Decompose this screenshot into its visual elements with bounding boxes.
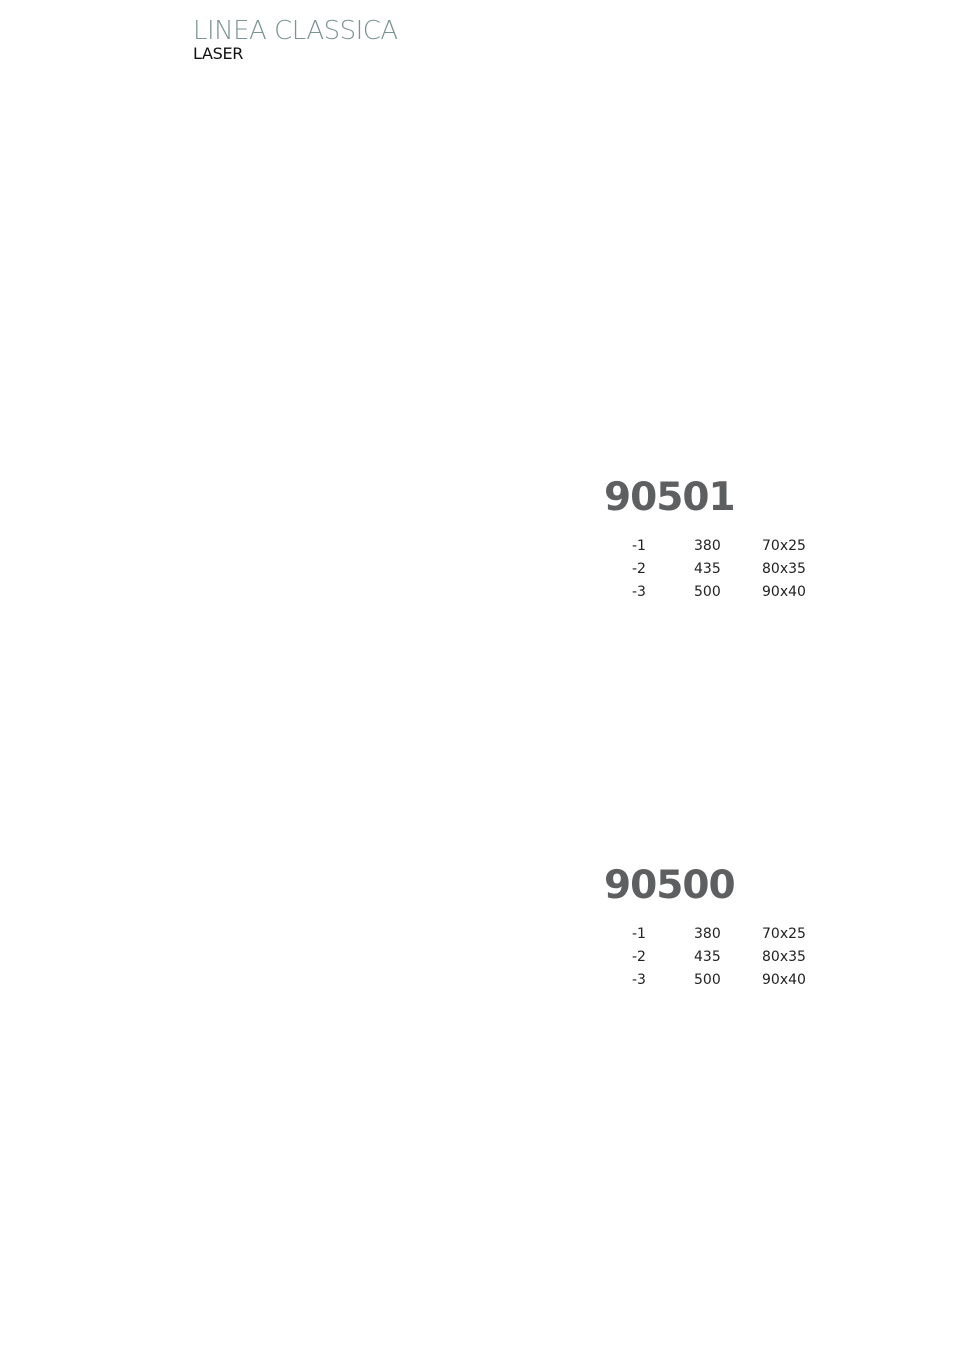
variant-cell: -2	[632, 561, 646, 577]
product-code: 90501	[604, 475, 736, 520]
value-cell: 380	[694, 538, 721, 554]
value-cell: 380	[694, 926, 721, 942]
size-cell: 90x40	[762, 584, 806, 600]
size-cell: 70x25	[762, 538, 806, 554]
value-cell: 435	[694, 561, 721, 577]
product-block: 90501 -1 380 70x25 -2 435 80x35 -3 500 9…	[604, 475, 806, 600]
size-cell: 90x40	[762, 972, 806, 988]
value-cell: 500	[694, 972, 721, 988]
product-code: 90500	[604, 863, 736, 908]
size-cell: 80x35	[762, 561, 806, 577]
variant-cell: -2	[632, 949, 646, 965]
variant-cell: -1	[632, 538, 646, 554]
value-cell: 500	[694, 584, 721, 600]
series-subtitle: LASER	[193, 44, 244, 63]
variant-cell: -3	[632, 584, 646, 600]
size-cell: 80x35	[762, 949, 806, 965]
series-title: LINEA CLASSICA	[193, 16, 398, 46]
size-cell: 70x25	[762, 926, 806, 942]
variant-cell: -3	[632, 972, 646, 988]
product-block: 90500 -1 380 70x25 -2 435 80x35 -3 500 9…	[604, 863, 806, 988]
value-cell: 435	[694, 949, 721, 965]
variant-cell: -1	[632, 926, 646, 942]
